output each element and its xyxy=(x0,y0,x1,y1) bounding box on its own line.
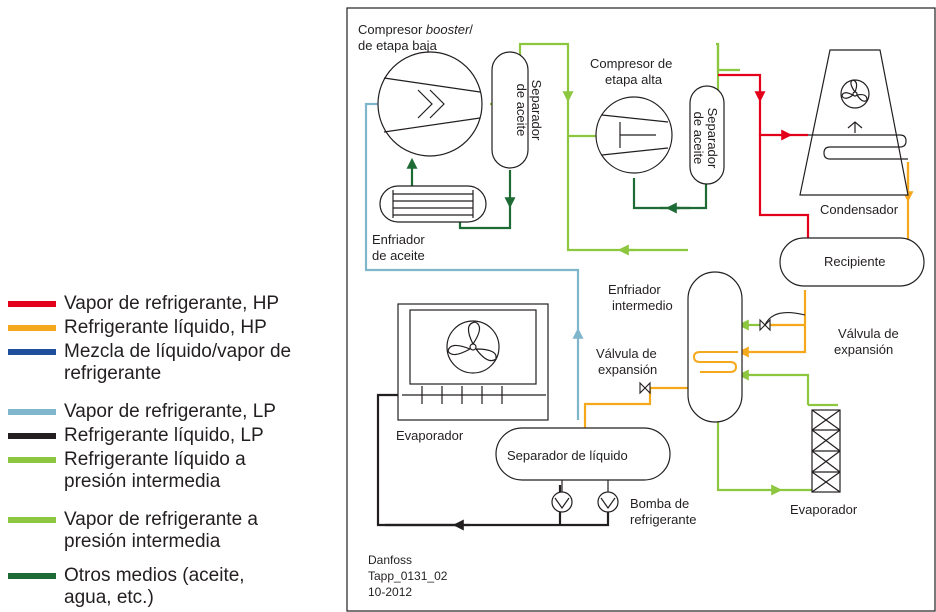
credit-code: Tapp_0131_02 xyxy=(368,569,448,583)
legend-item-ip-liquid: Refrigerante líquido a presión intermedi… xyxy=(8,449,294,493)
oil-separator-label: Separador xyxy=(705,108,720,169)
oil-cooler-label: Enfriador xyxy=(372,232,425,247)
intercooler-label: Enfriador xyxy=(608,282,661,297)
evaporator-coil-label: Evaporador xyxy=(790,502,858,517)
legend-swatch xyxy=(8,433,56,439)
oil-separator-high: Separador de aceite xyxy=(689,85,725,185)
legend-swatch xyxy=(8,409,56,415)
legend-swatch xyxy=(8,301,56,307)
condenser-label: Condensador xyxy=(820,202,899,217)
legend-swatch xyxy=(8,573,56,579)
legend-swatch xyxy=(8,325,56,331)
booster-compressor-label: Compresor booster/ xyxy=(358,22,473,37)
oil-separator-label: de aceite xyxy=(514,84,529,137)
legend-swatch xyxy=(8,349,56,355)
receiver xyxy=(779,237,925,287)
booster-compressor xyxy=(377,51,483,157)
refrigerant-pump-left xyxy=(551,480,573,513)
liquid-separator-label: Separador de líquido xyxy=(507,448,628,463)
lp-vapor-lines xyxy=(364,102,584,420)
evaporator-coil xyxy=(811,409,841,493)
diagram-frame xyxy=(346,7,936,612)
legend-item-mixture: Mezcla de líquido/vapor de refrigerante xyxy=(8,341,319,385)
high-stage-compressor xyxy=(595,96,673,174)
legend-label: Vapor de refrigerante, HP xyxy=(64,293,280,314)
expansion-valve-upper-label: expansión xyxy=(834,342,893,357)
condenser xyxy=(799,49,909,196)
evaporator-fan-label: Evaporador xyxy=(396,428,464,443)
oil-cooler-label: de aceite xyxy=(372,248,425,263)
expansion-valve-lower-label: Válvula de xyxy=(596,346,657,361)
legend-item-hp-vapor: Vapor de refrigerante, HP xyxy=(8,293,334,315)
liquid-separator xyxy=(495,427,671,481)
legend-item-hp-liquid: Refrigerante líquido, HP xyxy=(8,317,334,339)
credit-date: 10-2012 xyxy=(368,585,412,599)
legend-item-lp-liquid: Refrigerante líquido, LP xyxy=(8,425,334,447)
booster-compressor-label: de etapa baja xyxy=(358,38,438,53)
oil-separator-label: de aceite xyxy=(691,112,706,165)
expansion-valve-upper-label: Válvula de xyxy=(838,326,899,341)
refrigerant-pump-label: Bomba de xyxy=(630,496,689,511)
legend-item-other-media: Otros medios (aceite, agua, etc.) xyxy=(8,565,294,609)
legend-label: Refrigerante líquido, HP xyxy=(64,317,267,338)
receiver-label: Recipiente xyxy=(824,254,885,269)
oil-separator-low: Separador de aceite xyxy=(491,51,544,169)
credit-company: Danfoss xyxy=(368,553,412,567)
intercooler-label: intermedio xyxy=(612,298,673,313)
oil-cooler xyxy=(379,185,487,223)
legend-item-ip-vapor: Vapor de refrigerante a presión intermed… xyxy=(8,509,299,553)
expansion-valve-lower xyxy=(639,381,651,395)
refrigerant-pump-right xyxy=(597,480,619,513)
legend-label: Refrigerante líquido, LP xyxy=(64,425,264,446)
high-stage-compressor-label: Compresor de xyxy=(590,56,672,71)
legend-swatch xyxy=(8,457,56,463)
legend-label: Vapor de refrigerante, LP xyxy=(64,401,276,422)
evaporator-fan-unit xyxy=(397,303,549,421)
hp-liquid-lines xyxy=(583,162,914,440)
intercooler xyxy=(687,271,743,423)
expansion-valve-upper xyxy=(759,312,806,332)
high-stage-compressor-label: etapa alta xyxy=(605,72,663,87)
refrigerant-pump-label: refrigerante xyxy=(630,512,696,527)
legend-swatch xyxy=(8,517,56,523)
legend-label: Refrigerante líquido a presión intermedi… xyxy=(64,449,246,492)
legend-item-lp-vapor: Vapor de refrigerante, LP xyxy=(8,401,334,423)
legend-label: Vapor de refrigerante a presión intermed… xyxy=(64,509,258,552)
legend: Vapor de refrigerante, HP Refrigerante l… xyxy=(0,0,330,612)
oil-separator-label: Separador xyxy=(529,80,544,141)
legend-label: Mezcla de líquido/vapor de refrigerante xyxy=(64,341,292,384)
expansion-valve-lower-label: expansión xyxy=(598,362,657,377)
hp-vapor-lines xyxy=(718,73,810,238)
legend-label: Otros medios (aceite, agua, etc.) xyxy=(64,565,245,608)
